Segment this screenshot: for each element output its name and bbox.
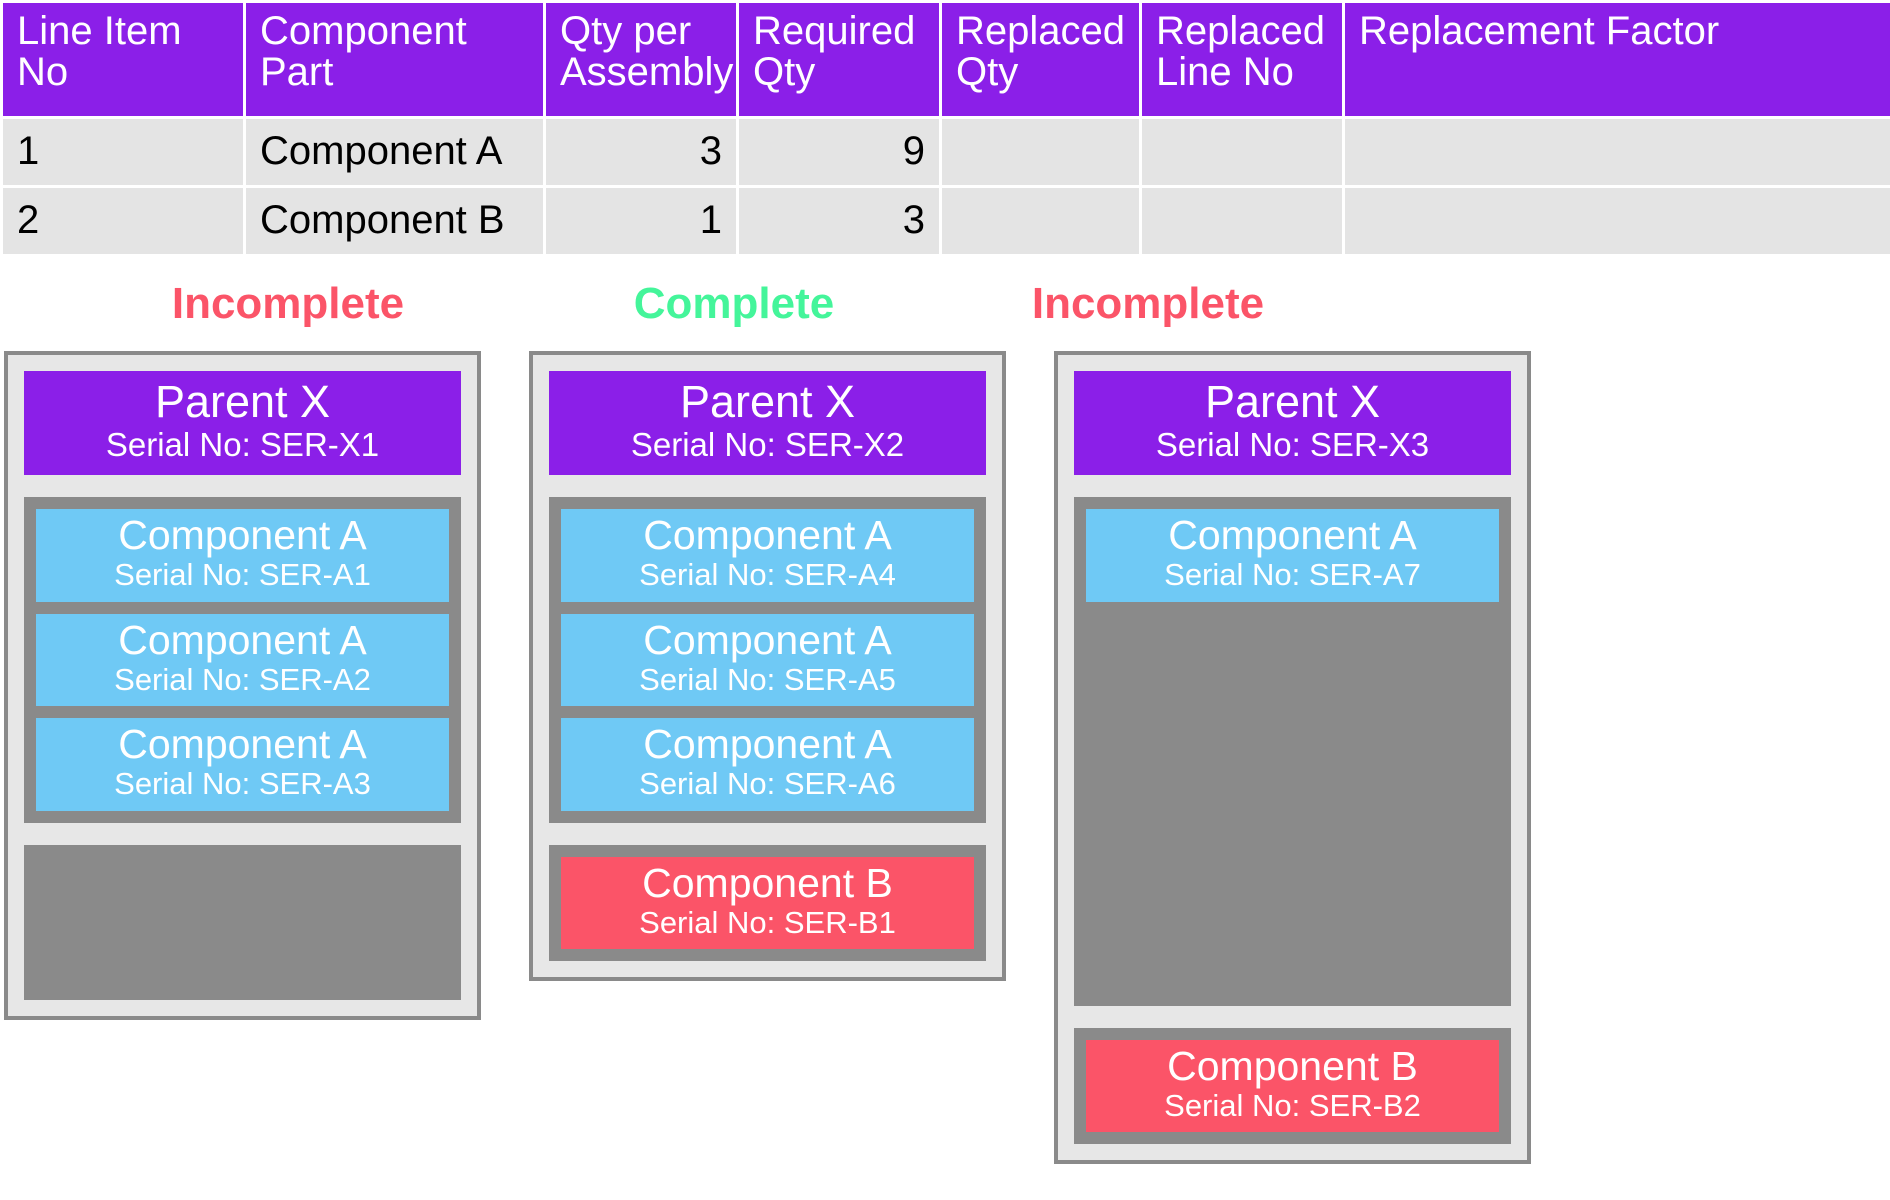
component-serial: Serial No: SER-A4	[639, 557, 896, 593]
parent-serial: Serial No: SER-X3	[1155, 426, 1430, 464]
cell-replaced-line-no	[1142, 188, 1342, 254]
component-box[interactable]: Component A Serial No: SER-A6	[561, 718, 974, 811]
component-title: Component B	[642, 859, 893, 906]
component-box[interactable]: Component A Serial No: SER-A4	[561, 509, 974, 602]
component-box[interactable]: Component A Serial No: SER-A5	[561, 613, 974, 707]
parent-box-1[interactable]: Parent X Serial No: SER-X1	[24, 371, 461, 476]
parent-title: Parent X	[154, 376, 331, 427]
parent-title: Parent X	[679, 376, 856, 427]
column-header-line-item-no[interactable]: Line Item No	[3, 3, 243, 116]
component-serial: Serial No: SER-B1	[639, 904, 896, 940]
cell-qty-per-assembly: 3	[546, 119, 736, 185]
component-serial: Serial No: SER-A6	[639, 766, 896, 802]
component-title: Component A	[643, 512, 892, 559]
bom-table-header-row: Line Item No Component Part Qty per Asse…	[3, 3, 1890, 116]
assembly-cards-container: Parent X Serial No: SER-X1 Component A S…	[0, 351, 1890, 1171]
component-title: Component B	[1167, 1042, 1418, 1089]
component-serial: Serial No: SER-B2	[1164, 1087, 1421, 1123]
column-header-component-part[interactable]: Component Part	[246, 3, 543, 116]
status-badge-assembly-2: Complete	[633, 279, 835, 328]
component-title: Component A	[118, 512, 367, 559]
status-badge-assembly-1: Incomplete	[171, 279, 405, 328]
component-title: Component A	[643, 721, 892, 768]
assembly-card-3[interactable]: Parent X Serial No: SER-X3 Component A S…	[1054, 351, 1531, 1165]
cell-required-qty: 3	[739, 188, 939, 254]
component-serial: Serial No: SER-A2	[114, 661, 371, 697]
column-header-replaced-qty[interactable]: Replaced Qty	[942, 3, 1139, 116]
component-title: Component A	[118, 616, 367, 663]
component-group-b: Component B Serial No: SER-B1	[549, 844, 986, 962]
cell-replacement-factor	[1345, 188, 1890, 254]
column-header-required-qty[interactable]: Required Qty	[739, 3, 939, 116]
component-group-a: Component A Serial No: SER-A1 Component …	[24, 497, 461, 823]
bom-table-body: 1 Component A 3 9 2 Component B 1 3	[3, 119, 1890, 254]
cell-replaced-line-no	[1142, 119, 1342, 185]
assembly-card-1[interactable]: Parent X Serial No: SER-X1 Component A S…	[4, 351, 481, 1020]
component-title: Component A	[1168, 512, 1417, 559]
bom-table: Line Item No Component Part Qty per Asse…	[0, 0, 1890, 257]
assembly-card-2[interactable]: Parent X Serial No: SER-X2 Component A S…	[529, 351, 1006, 982]
parent-serial: Serial No: SER-X1	[105, 426, 380, 464]
component-serial: Serial No: SER-A3	[114, 766, 371, 802]
cell-component-part: Component A	[246, 119, 543, 185]
cell-replaced-qty	[942, 119, 1139, 185]
cell-component-part: Component B	[246, 188, 543, 254]
component-box[interactable]: Component A Serial No: SER-A2	[36, 613, 449, 707]
table-row[interactable]: 1 Component A 3 9	[3, 119, 1890, 185]
cell-required-qty: 9	[739, 119, 939, 185]
table-row[interactable]: 2 Component B 1 3	[3, 188, 1890, 254]
component-serial: Serial No: SER-A5	[639, 661, 896, 697]
component-box[interactable]: Component B Serial No: SER-B1	[561, 856, 974, 950]
component-slot-empty	[1086, 602, 1499, 994]
parent-box-3[interactable]: Parent X Serial No: SER-X3	[1074, 371, 1511, 476]
component-box[interactable]: Component A Serial No: SER-A7	[1086, 509, 1499, 602]
component-box[interactable]: Component A Serial No: SER-A1	[36, 509, 449, 602]
component-group-a: Component A Serial No: SER-A7	[1074, 497, 1511, 1006]
component-serial: Serial No: SER-A7	[1164, 557, 1421, 593]
cell-line-item-no: 2	[3, 188, 243, 254]
column-header-replacement-factor[interactable]: Replacement Factor	[1345, 3, 1890, 116]
assembly-status-row: Incomplete Complete Incomplete	[0, 279, 1890, 351]
component-group-b: Component B Serial No: SER-B2	[1074, 1027, 1511, 1145]
parent-serial: Serial No: SER-X2	[630, 426, 905, 464]
component-box[interactable]: Component B Serial No: SER-B2	[1086, 1039, 1499, 1133]
component-group-empty-placeholder	[24, 844, 461, 1000]
cell-replacement-factor	[1345, 119, 1890, 185]
component-box[interactable]: Component A Serial No: SER-A3	[36, 718, 449, 811]
cell-line-item-no: 1	[3, 119, 243, 185]
cell-replaced-qty	[942, 188, 1139, 254]
status-badge-assembly-3: Incomplete	[1031, 279, 1265, 328]
column-header-qty-per-assembly[interactable]: Qty per Assembly	[546, 3, 736, 116]
column-header-replaced-line-no[interactable]: Replaced Line No	[1142, 3, 1342, 116]
component-group-a: Component A Serial No: SER-A4 Component …	[549, 497, 986, 823]
cell-qty-per-assembly: 1	[546, 188, 736, 254]
parent-box-2[interactable]: Parent X Serial No: SER-X2	[549, 371, 986, 476]
bom-table-head: Line Item No Component Part Qty per Asse…	[3, 3, 1890, 116]
component-title: Component A	[118, 721, 367, 768]
parent-title: Parent X	[1204, 376, 1381, 427]
component-title: Component A	[643, 616, 892, 663]
component-serial: Serial No: SER-A1	[114, 557, 371, 593]
